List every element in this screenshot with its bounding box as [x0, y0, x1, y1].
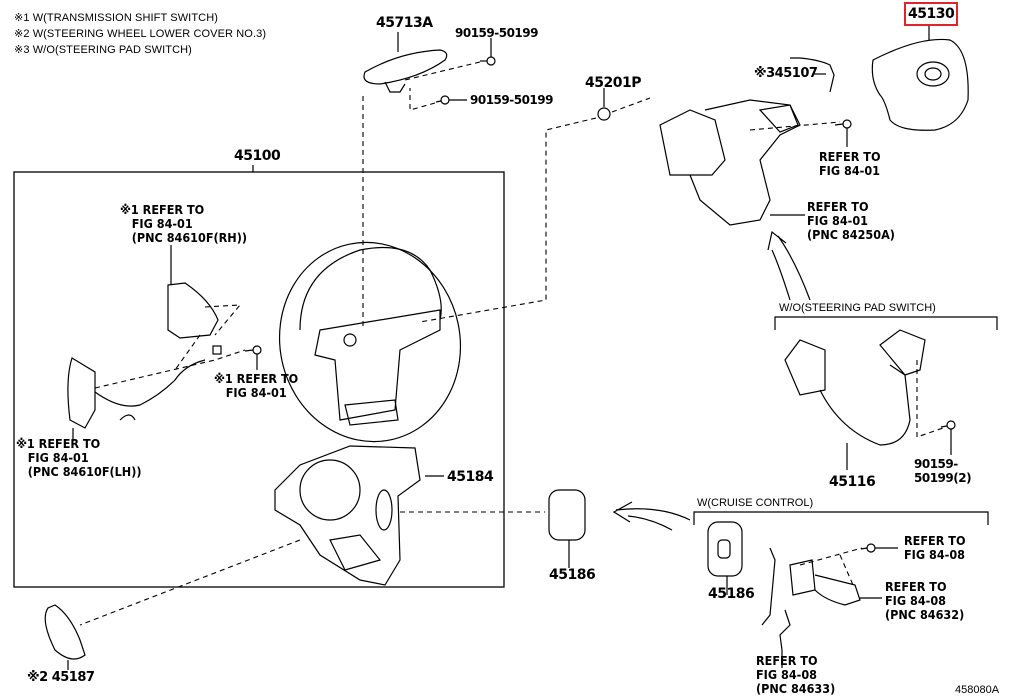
part-number-45186-cruise[interactable]: 45186 [708, 586, 755, 602]
arrow-left [615, 508, 691, 521]
screw-90159-50199-mid [435, 95, 467, 105]
group-label-wo-steering-pad: W/O(STEERING PAD SWITCH) [779, 302, 936, 314]
refer-label-cruise-switch[interactable]: REFER TO FIG 84-08 (PNC 84632) [885, 579, 965, 622]
arrow-up [777, 235, 811, 301]
dash-line [409, 88, 436, 111]
refer-label-screw-mid[interactable]: ※1 REFER TO FIG 84-01 [214, 371, 299, 400]
refer-label-cruise-screw[interactable]: REFER TO FIG 84-08 [904, 533, 966, 562]
switch-rh-drawing [167, 245, 219, 339]
part-number-45713A[interactable]: 45713A [376, 15, 433, 31]
refer-label-cruise-harness[interactable]: REFER TO FIG 84-08 (PNC 84633) [756, 653, 836, 696]
refer-label-rh-switch[interactable]: ※1 REFER TO FIG 84-01 (PNC 84610F(RH)) [120, 202, 247, 245]
screw-cruise-refer [860, 543, 898, 553]
switch-lh-drawing [67, 357, 206, 440]
steering-pad-switch-drawing [659, 99, 805, 226]
part-45186-center-drawing [548, 489, 586, 568]
cruise-switch-drawing [761, 547, 882, 668]
part-number-90159-50199-2[interactable]: 90159-50199(2) [914, 457, 972, 485]
arrow-left-inner [627, 515, 673, 531]
part-45116-drawing [784, 329, 926, 470]
cruise-bracket [693, 511, 989, 525]
note-3: ※3 W/O(STEERING PAD SWITCH) [14, 44, 192, 56]
part-45201P-drawing [597, 88, 611, 121]
dash-line [799, 547, 863, 566]
part-45187-drawing [44, 604, 86, 670]
dash-line [94, 349, 246, 389]
airbag-45130-drawing [871, 24, 969, 131]
dash-line [404, 61, 481, 81]
wire-45107 [790, 57, 835, 93]
note-2: ※2 W(STEERING WHEEL LOWER COVER NO.3) [14, 28, 267, 40]
part-number-45130-highlighted[interactable]: 45130 [903, 2, 959, 26]
dash-line [749, 121, 841, 131]
figure-id: 458080A [955, 684, 1000, 696]
screw-refer-84-01 [212, 345, 262, 370]
dash-line [419, 117, 597, 323]
part-number-45100[interactable]: 45100 [234, 148, 281, 164]
dash-line [79, 539, 301, 626]
part-number-90159-50199-top[interactable]: 90159-50199 [455, 26, 538, 40]
group-label-w-cruise-control: W(CRUISE CONTROL) [697, 497, 814, 509]
dash-line [611, 97, 651, 113]
screw-pad-refer [834, 119, 852, 147]
part-number-45201P[interactable]: 45201P [585, 75, 641, 91]
dash-line [204, 304, 242, 336]
refer-label-lh-switch[interactable]: ※1 REFER TO FIG 84-01 (PNC 84610F(LH)) [16, 436, 142, 479]
wo-pad-bracket [774, 316, 998, 330]
refer-label-pad-cover[interactable]: REFER TO FIG 84-01 (PNC 84250A) [807, 199, 895, 242]
dash-line [916, 360, 944, 438]
part-45713A-drawing [363, 32, 448, 93]
note-1: ※1 W(TRANSMISSION SHIFT SWITCH) [14, 12, 219, 24]
part-45184-drawing [274, 445, 444, 586]
arrow-head [612, 501, 633, 523]
part-number-45116[interactable]: 45116 [829, 474, 876, 490]
dash-line [839, 554, 854, 586]
steering-wheel-assembly-frame [13, 171, 505, 588]
part-number-45107[interactable]: ※345107 [754, 66, 818, 81]
arrow-head [767, 230, 787, 251]
screw-90159-50199-2 [940, 420, 956, 455]
screw-90159-50199-top [480, 38, 496, 66]
part-number-90159-50199-mid[interactable]: 90159-50199 [470, 93, 553, 107]
part-45186-cruise-drawing [707, 521, 743, 595]
part-number-45184[interactable]: 45184 [447, 469, 494, 485]
dash-line [174, 334, 201, 371]
arrow-up-inner [771, 249, 791, 301]
steering-wheel-drawing [278, 241, 462, 443]
refer-label-pad-screw[interactable]: REFER TO FIG 84-01 [819, 149, 881, 178]
part-number-45187[interactable]: ※2 45187 [27, 670, 95, 685]
part-number-45186-center[interactable]: 45186 [549, 567, 596, 583]
